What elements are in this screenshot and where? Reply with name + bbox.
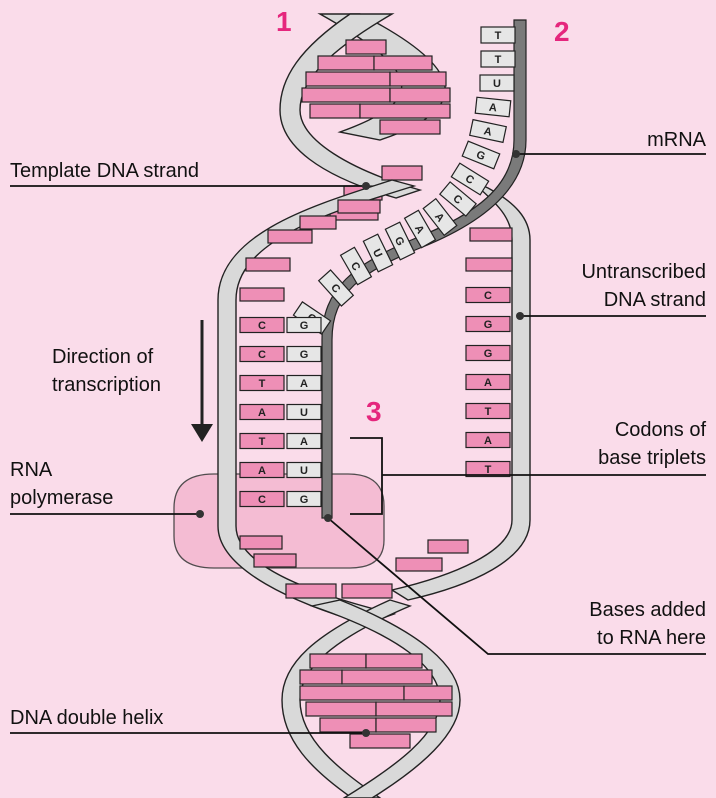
rna-base-letter: U xyxy=(300,465,308,477)
label-codons-2: base triplets xyxy=(598,447,706,469)
untranscribed-base-letter: C xyxy=(484,290,492,302)
untranscribed-base: G xyxy=(466,317,510,332)
untranscribed-base-letter: A xyxy=(484,377,492,389)
label-polymerase-1: RNA xyxy=(10,459,53,481)
rna-base: U xyxy=(287,463,321,478)
direction-arrow xyxy=(191,320,213,442)
mrna-tail-base: A xyxy=(475,97,510,116)
template-base: T xyxy=(240,434,284,449)
untranscribed-base-letter: G xyxy=(484,348,493,360)
label-polymerase-2: polymerase xyxy=(10,487,113,509)
template-base-letter: C xyxy=(258,320,266,332)
untranscribed-base: A xyxy=(466,375,510,390)
untranscribed-base: A xyxy=(466,433,510,448)
label-bases-added-2: to RNA here xyxy=(597,627,706,649)
untranscribed-base-letter: G xyxy=(484,319,493,331)
mrna-tail-base-letter: T xyxy=(495,30,502,42)
mrna-tail-base-letter: T xyxy=(495,54,502,66)
rna-base: A xyxy=(287,434,321,449)
template-base-letter: C xyxy=(258,494,266,506)
template-base: T xyxy=(240,376,284,391)
template-base-letter: T xyxy=(259,378,266,390)
mrna-tail-base: T xyxy=(481,27,515,43)
label-bases-added-1: Bases added xyxy=(589,599,706,621)
label-codons-1: Codons of xyxy=(615,419,707,441)
template-base: C xyxy=(240,492,284,507)
rna-base: G xyxy=(287,492,321,507)
rna-base-letter: G xyxy=(300,320,309,332)
untranscribed-base: C xyxy=(466,288,510,303)
template-base-letter: A xyxy=(258,465,266,477)
rna-base: A xyxy=(287,376,321,391)
mrna-tail-base: A xyxy=(470,120,507,143)
rna-base-letter: U xyxy=(300,407,308,419)
label-double-helix: DNA double helix xyxy=(10,707,163,729)
rna-base-letter: A xyxy=(300,378,308,390)
rna-base: G xyxy=(287,347,321,362)
label-untranscribed-1: Untranscribed xyxy=(581,261,706,283)
label-direction-1: Direction of xyxy=(52,346,154,368)
untranscribed-base-letter: A xyxy=(484,435,492,447)
mrna-tail-base: U xyxy=(480,75,514,91)
template-base-letter: C xyxy=(258,349,266,361)
label-mrna: mRNA xyxy=(647,129,707,151)
mrna-tail-base-letter: U xyxy=(493,78,501,90)
template-base-letter: A xyxy=(258,407,266,419)
label-direction-2: transcription xyxy=(52,374,161,396)
label-untranscribed-2: DNA strand xyxy=(604,289,706,311)
rna-base-letter: G xyxy=(300,349,309,361)
mrna-tail-base-letter: A xyxy=(488,102,497,115)
template-base: A xyxy=(240,463,284,478)
marker-2: 2 xyxy=(554,16,570,47)
template-base-letter: T xyxy=(259,436,266,448)
template-base: C xyxy=(240,347,284,362)
mrna-tail-base: T xyxy=(481,51,515,67)
rna-base-letter: G xyxy=(300,494,309,506)
marker-1: 1 xyxy=(276,6,292,37)
template-base: C xyxy=(240,318,284,333)
rna-base: U xyxy=(287,405,321,420)
untranscribed-base-letter: T xyxy=(485,406,492,418)
template-base: A xyxy=(240,405,284,420)
label-template-strand: Template DNA strand xyxy=(10,160,199,182)
untranscribed-base: G xyxy=(466,346,510,361)
rna-base: G xyxy=(287,318,321,333)
marker-3: 3 xyxy=(366,396,382,427)
mrna-tail-base: G xyxy=(462,141,500,169)
rna-base-letter: A xyxy=(300,436,308,448)
untranscribed-base: T xyxy=(466,404,510,419)
